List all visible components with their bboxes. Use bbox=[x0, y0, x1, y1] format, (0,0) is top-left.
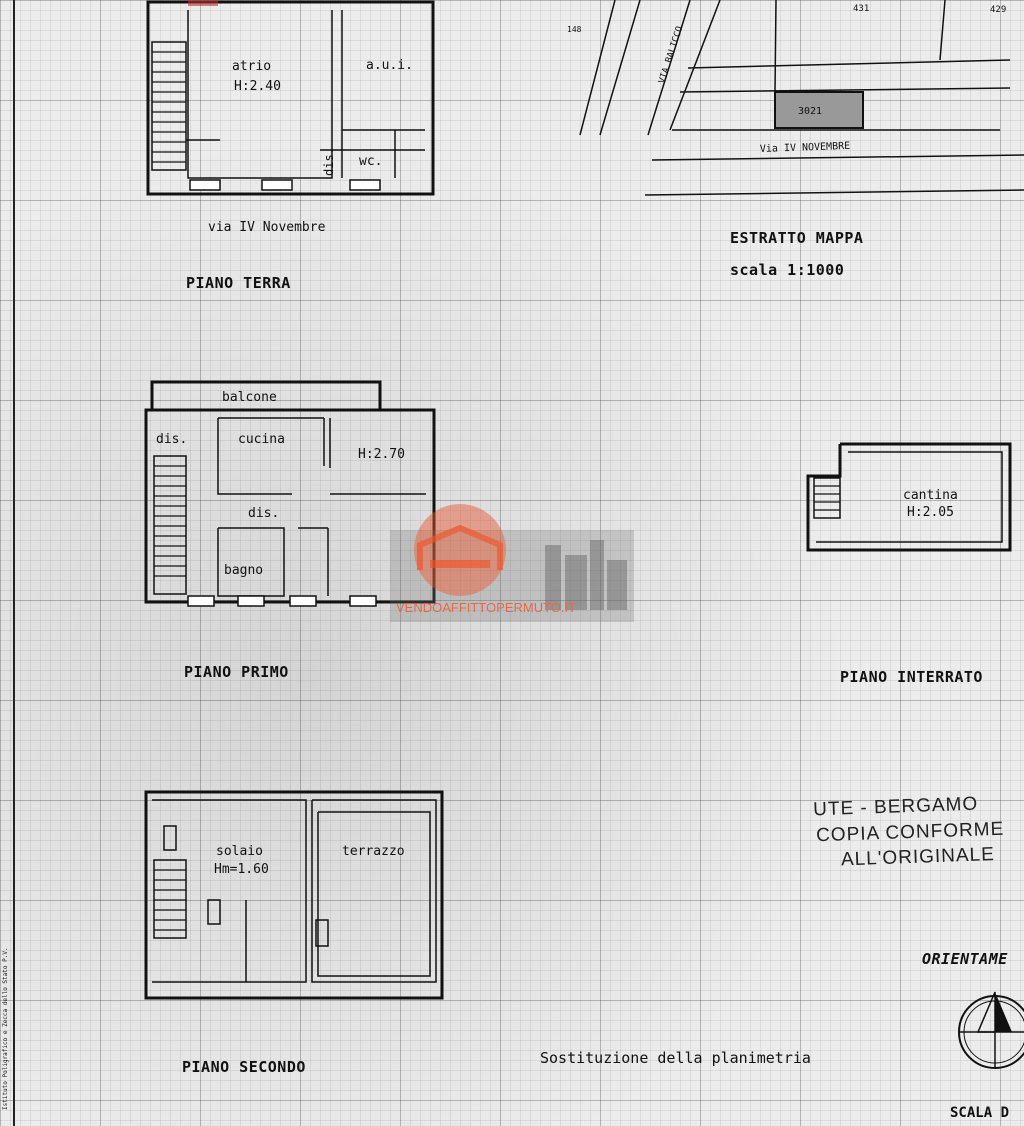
parcel-hatch bbox=[774, 91, 864, 129]
parcel-label-429: 429 bbox=[990, 5, 1006, 15]
room-cantina: cantina bbox=[903, 488, 958, 503]
room-atrio: atrio bbox=[232, 59, 271, 74]
ground-floor-stairs bbox=[151, 41, 187, 171]
watermark-logo: VENDOAFFITTOPERMUTO.IT bbox=[390, 504, 634, 622]
map-extract-title: ESTRATTO MAPPA bbox=[730, 229, 863, 247]
first-floor-title: PIANO PRIMO bbox=[184, 663, 289, 681]
room-bagno: bagno bbox=[224, 563, 263, 578]
first-floor-stairs bbox=[153, 455, 187, 595]
room-dis-first-top: dis. bbox=[156, 432, 187, 447]
stamp-line-1: UTE - BERGAMO bbox=[813, 794, 979, 821]
basement-stairs bbox=[813, 477, 841, 519]
room-cucina: cucina bbox=[238, 432, 285, 447]
room-dis-ground: dis. bbox=[322, 147, 336, 176]
north-arrow-icon bbox=[958, 991, 1024, 1069]
room-wc: wc. bbox=[359, 154, 382, 169]
room-terrazzo: terrazzo bbox=[342, 844, 405, 859]
map-extract: 3021 431 429 148 VIA BALICCO Via IV NOVE… bbox=[567, 0, 1024, 279]
second-floor-stairs bbox=[153, 859, 187, 939]
margin-note: Istituto Poligrafico e Zecca dello Stato… bbox=[2, 947, 9, 1110]
room-solaio: solaio bbox=[216, 844, 263, 859]
second-floor-title: PIANO SECONDO bbox=[182, 1058, 306, 1076]
first-floor-plan: balcone dis. cucina H:2.70 dis. bagno PI… bbox=[144, 380, 436, 681]
scale-label: SCALA D bbox=[950, 1105, 1009, 1121]
office-stamp: UTE - BERGAMO COPIA CONFORME ALL'ORIGINA… bbox=[813, 794, 1005, 871]
map-extract-scale: scala 1:1000 bbox=[730, 261, 844, 279]
parcel-label-431: 431 bbox=[853, 4, 869, 14]
room-basement-height: H:2.05 bbox=[907, 505, 954, 520]
parcel-number: 3021 bbox=[798, 106, 822, 117]
orientation-label: ORIENTAME bbox=[922, 950, 1008, 968]
room-second-height: Hm=1.60 bbox=[214, 862, 269, 877]
stamp-line-3: ALL'ORIGINALE bbox=[841, 844, 996, 870]
street-label-ground: via IV Novembre bbox=[208, 220, 326, 235]
ground-floor-title: PIANO TERRA bbox=[186, 274, 291, 292]
basement-plan: cantina H:2.05 PIANO INTERRATO bbox=[806, 442, 1012, 686]
stamp-line-2: COPIA CONFORME bbox=[816, 819, 1005, 847]
room-first-height: H:2.70 bbox=[358, 447, 405, 462]
room-atrio-height: H:2.40 bbox=[234, 79, 281, 94]
second-floor-plan: solaio Hm=1.60 terrazzo PIANO SECONDO bbox=[144, 790, 444, 1076]
parcel-label-148: 148 bbox=[567, 25, 582, 34]
room-aui: a.u.i. bbox=[366, 58, 413, 73]
street-via-iv-novembre-map: Via IV NOVEMBRE bbox=[760, 141, 851, 155]
room-dis-first-mid: dis. bbox=[248, 506, 279, 521]
street-via-balicco: VIA BALICCO bbox=[657, 25, 685, 85]
watermark-text: VENDOAFFITTOPERMUTO.IT bbox=[396, 600, 576, 615]
basement-title: PIANO INTERRATO bbox=[840, 668, 983, 686]
room-balcone: balcone bbox=[222, 390, 277, 405]
ground-floor-plan: atrio H:2.40 a.u.i. dis. wc. via IV Nove… bbox=[146, 0, 435, 292]
substitution-note: Sostituzione della planimetria bbox=[540, 1049, 811, 1067]
